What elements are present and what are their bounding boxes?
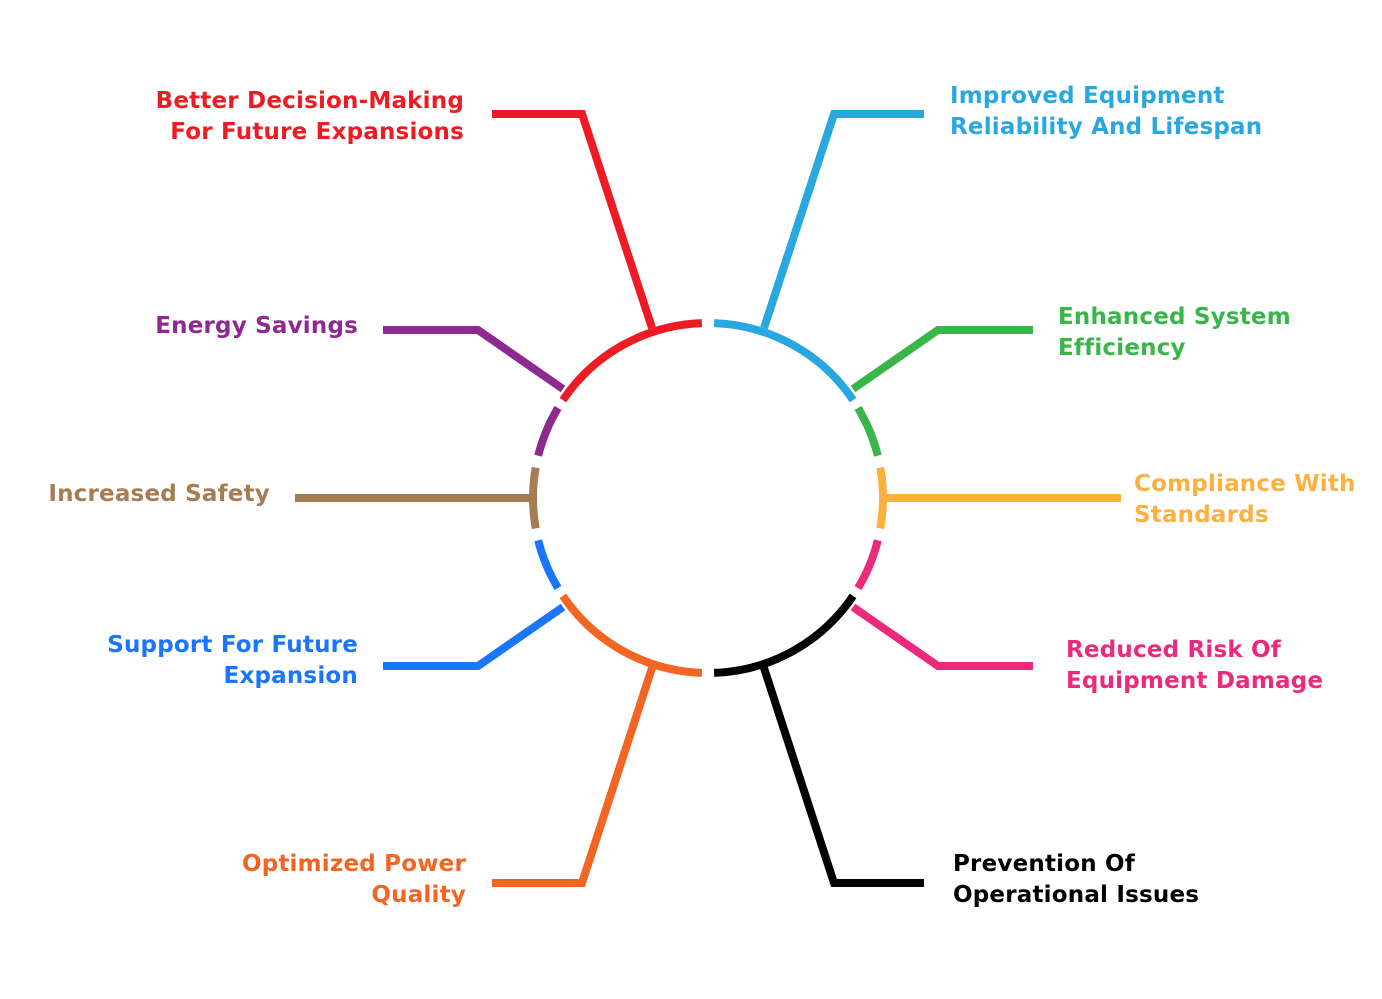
node-reduced-risk-of-equipment-damage [850,539,1033,670]
connector-better-decision-making [492,110,656,330]
node-better-decision-making [492,110,703,403]
label-increased-safety: Increased Safety [48,481,270,507]
ring-segment-support-for-future-expansion [534,539,562,591]
label-better-decision-making: Better Decision-Making For Future Expans… [155,88,464,145]
ring-segment-enhanced-system-efficiency [854,405,882,457]
label-enhanced-system-efficiency: Enhanced System Efficiency [1058,304,1291,361]
label-improved-equipment-reliability: Improved Equipment Reliability And Lifes… [950,83,1263,140]
ring-segment-increased-safety [529,466,540,530]
ring-segment-better-decision-making [559,319,703,403]
ring-segment-prevention-of-operational-issues [713,593,857,677]
node-improved-equipment-reliability [713,110,924,403]
node-enhanced-system-efficiency [850,326,1033,457]
connector-optimized-power-quality [492,666,656,887]
node-increased-safety [295,466,540,530]
connector-prevention-of-operational-issues [760,666,924,887]
ring-segment-compliance-with-standards [876,466,887,530]
label-energy-savings: Energy Savings [155,313,358,339]
connector-improved-equipment-reliability [760,110,924,330]
label-optimized-power-quality: Optimized Power Quality [241,851,466,908]
node-energy-savings [383,326,566,457]
connector-support-for-future-expansion [383,603,566,670]
connector-reduced-risk-of-equipment-damage [850,603,1033,670]
connector-enhanced-system-efficiency [850,326,1033,393]
ring-segment-energy-savings [534,405,562,457]
connector-energy-savings [383,326,566,393]
label-support-for-future-expansion: Support For Future Expansion [107,632,358,689]
label-prevention-of-operational-issues: Prevention Of Operational Issues [953,851,1200,908]
ring-segment-improved-equipment-reliability [713,319,857,403]
node-support-for-future-expansion [383,539,566,670]
ring-segment-optimized-power-quality [559,593,703,677]
label-reduced-risk-of-equipment-damage: Reduced Risk Of Equipment Damage [1066,637,1324,694]
ring-segment-reduced-risk-of-equipment-damage [854,539,882,591]
node-prevention-of-operational-issues [713,593,924,887]
node-optimized-power-quality [492,593,703,887]
node-compliance-with-standards [876,466,1121,530]
label-compliance-with-standards: Compliance With Standards [1134,471,1356,528]
